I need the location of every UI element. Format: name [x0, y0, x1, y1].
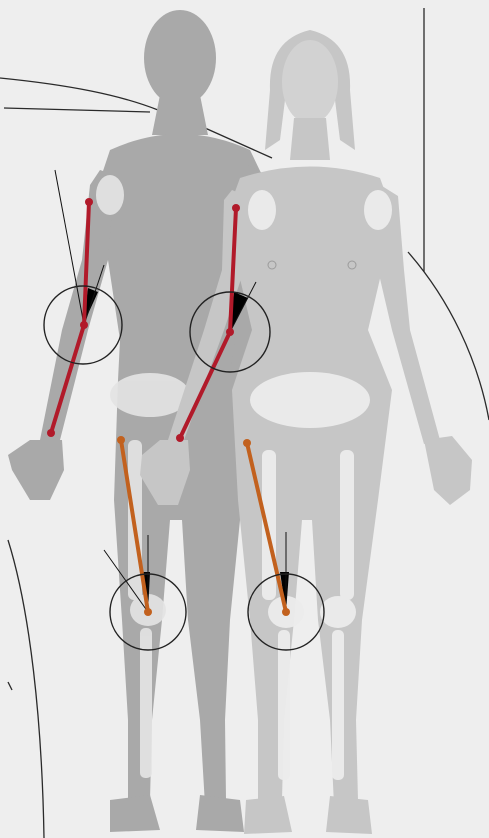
female-elbow-point	[226, 328, 234, 336]
male-elbow-point	[80, 321, 88, 329]
female-pelvis	[250, 372, 370, 428]
female-shoulder-joint	[248, 190, 276, 230]
male-shoulder-joint	[96, 175, 124, 215]
left-edge-tick	[8, 682, 12, 690]
male-elbow-guide-upper	[55, 170, 84, 325]
female-tibia	[278, 630, 290, 780]
male-left-hand	[8, 440, 64, 500]
male-wrist-point	[47, 429, 55, 437]
female-femur-right	[340, 450, 354, 600]
male-knee-point	[144, 608, 152, 616]
female-feet	[244, 796, 372, 834]
male-head	[144, 10, 216, 106]
female-shoulder-joint-right	[364, 190, 392, 230]
top-left-arc	[0, 78, 158, 110]
female-knee-point	[282, 608, 290, 616]
female-legs	[232, 390, 392, 805]
female-shoulder-point	[232, 204, 240, 212]
female-wrist-point	[176, 434, 184, 442]
female-knee-joint-right	[320, 596, 356, 628]
male-feet	[110, 795, 244, 832]
top-left-line	[4, 108, 150, 112]
female-neck	[290, 118, 330, 160]
female-face	[282, 40, 338, 124]
male-hip-point	[117, 436, 125, 444]
female-tibia-right	[332, 630, 344, 780]
male-neck	[152, 95, 208, 135]
left-lower-arc	[8, 540, 44, 838]
female-hip-point	[243, 439, 251, 447]
male-shoulder-point	[85, 198, 93, 206]
female-right-hand	[424, 436, 472, 505]
